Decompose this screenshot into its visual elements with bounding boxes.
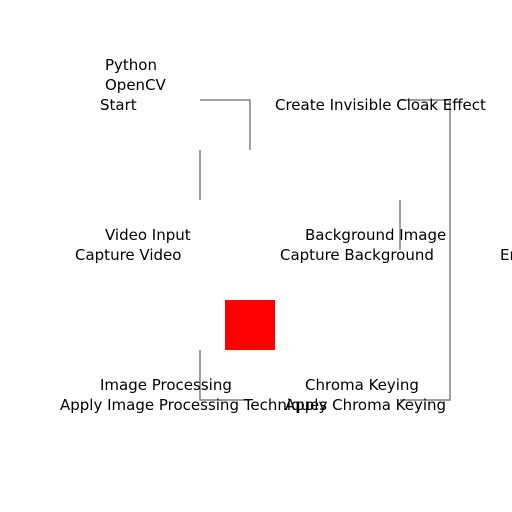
connector-image-processing: [199, 350, 250, 401]
image-processing-title: Image Processing: [100, 376, 232, 394]
video-input-title: Video Input: [105, 226, 191, 244]
image-processing-action: Apply Image Processing Techniques: [60, 396, 328, 414]
chroma-keying-title: Chroma Keying: [305, 376, 419, 394]
background-image-title: Background Image: [305, 226, 447, 244]
background-image-action: Capture Background: [280, 246, 434, 264]
highlight-block: [225, 300, 275, 350]
connector-start-to-goal: [200, 99, 251, 150]
goal-node-label: Create Invisible Cloak Effect: [275, 96, 486, 114]
video-input-action: Capture Video: [75, 246, 182, 264]
end-node-label: End: [500, 246, 512, 264]
chroma-keying-action: Apply Chroma Keying: [285, 396, 447, 414]
tool-python-label: Python: [105, 56, 157, 74]
connector-goal-branch: [400, 99, 451, 401]
tool-opencv-label: OpenCV: [105, 76, 166, 94]
start-node-label: Start: [100, 96, 137, 114]
